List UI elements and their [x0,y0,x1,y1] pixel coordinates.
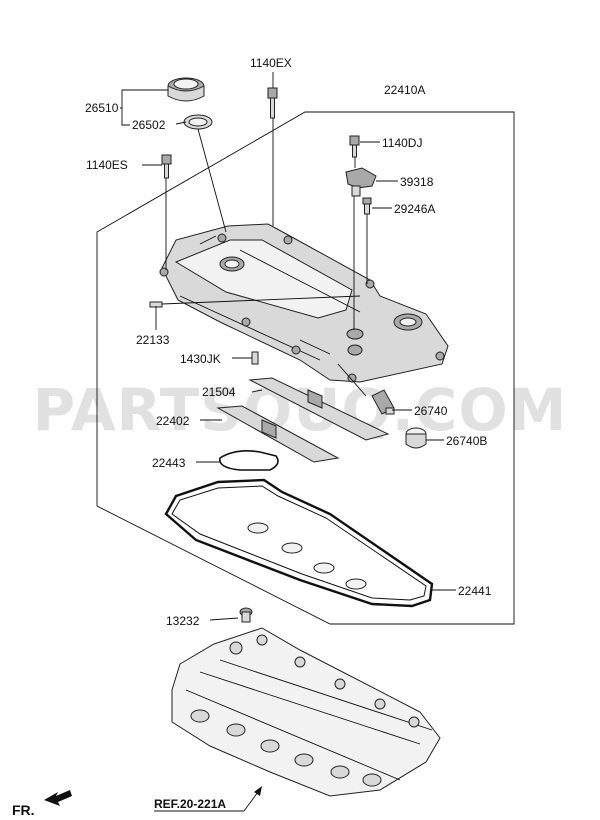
label-1430jk: 1430JK [180,352,221,366]
reference-label[interactable]: REF.20-221A [154,797,226,811]
leader-lines [120,72,456,621]
label-26740: 26740 [414,404,448,418]
reference-callout[interactable]: REF.20-221A [154,786,262,812]
watermark-text: PARTSOUQ.COM [33,376,568,444]
label-1140ex: 1140EX [250,56,292,70]
label-26740b: 26740B [446,434,487,448]
cam-position-sensor-39318[interactable] [345,167,377,197]
front-arrow-icon [44,790,72,806]
head-cover-gasket-22441[interactable] [164,478,434,608]
bolt-1140ex[interactable] [267,87,278,119]
pcv-hose-26740b[interactable] [405,427,427,449]
label-39318: 39318 [400,175,434,189]
label-26510: 26510 [85,101,119,115]
label-22410a: 22410A [384,83,425,97]
oil-separator-plate-21504[interactable] [248,377,390,441]
baffle-plate-22402[interactable] [216,405,340,463]
label-1140es: 1140ES [86,158,128,172]
label-13232: 13232 [166,614,200,628]
dowel-pin-1430jk[interactable] [251,351,259,365]
label-29246a: 29246A [394,202,435,216]
bolt-1140dj[interactable] [349,135,360,158]
label-26502: 26502 [132,118,166,132]
filler-cap-gasket-26502[interactable] [183,114,213,130]
gasket-22443[interactable] [219,450,279,471]
oil-filler-cap-26510[interactable] [167,77,205,102]
bolt-1140es[interactable] [161,154,172,179]
assembly-outline [96,111,515,625]
label-22402: 22402 [156,414,190,428]
label-22441: 22441 [458,584,492,598]
pcv-valve-26740[interactable] [371,389,395,415]
front-direction-label: FR. [12,802,35,818]
label-22133: 22133 [136,333,170,347]
label-1140dj: 1140DJ [382,136,422,150]
reference-arrow-icon [254,786,262,796]
plug-13232[interactable] [239,607,253,623]
front-direction-indicator: FR. [12,790,72,818]
label-21504: 21504 [202,385,236,399]
label-22443: 22443 [152,456,186,470]
plug-29246a[interactable] [362,197,372,215]
cylinder-head-reference [171,627,441,797]
